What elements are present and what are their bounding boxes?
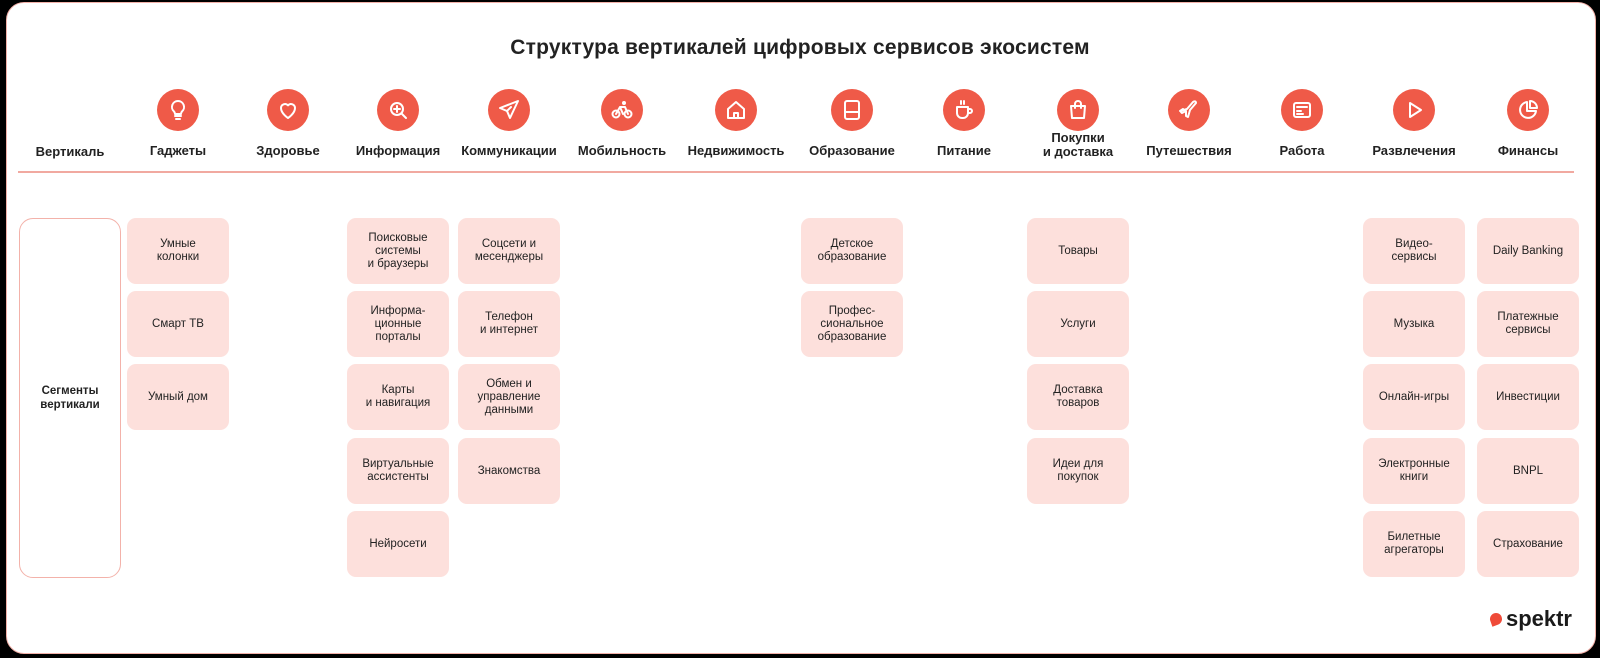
row-header: Вертикаль bbox=[35, 144, 105, 159]
segment-card: BNPL bbox=[1477, 438, 1579, 504]
segment-label-text: Сегменты вертикали bbox=[40, 385, 100, 411]
column-label: Образование bbox=[809, 143, 895, 158]
segment-card: Детское образование bbox=[801, 218, 903, 284]
play-icon bbox=[1393, 89, 1435, 131]
segment-card: Онлайн-игры bbox=[1363, 364, 1465, 430]
segment-card: Электронные книги bbox=[1363, 438, 1465, 504]
segment-card: Смарт ТВ bbox=[127, 291, 229, 357]
column-label: Коммуникации bbox=[461, 143, 557, 158]
brand-mark-icon bbox=[1488, 611, 1504, 627]
column-label: Мобильность bbox=[577, 143, 667, 158]
column-label: Развлечения bbox=[1372, 143, 1456, 158]
brand-name: spektr bbox=[1505, 606, 1572, 631]
segment-card: Соцсети и месенджеры bbox=[458, 218, 560, 284]
segment-card: Услуги bbox=[1027, 291, 1129, 357]
segment-card: Нейросети bbox=[347, 511, 449, 577]
lightbulb-icon bbox=[157, 89, 199, 131]
column-label: Путешествия bbox=[1146, 143, 1232, 158]
diagram-title: Структура вертикалей цифровых сервисов э… bbox=[510, 36, 1090, 59]
airplane-icon bbox=[1168, 89, 1210, 131]
segment-card: Видео- сервисы bbox=[1363, 218, 1465, 284]
segment-label: Сегменты вертикали bbox=[19, 218, 121, 578]
heart-icon bbox=[267, 89, 309, 131]
column-label: Недвижимость bbox=[687, 143, 785, 158]
bicycle-icon bbox=[601, 89, 643, 131]
book-icon bbox=[831, 89, 873, 131]
cup-icon bbox=[943, 89, 985, 131]
segment-card: Билетные агрегаторы bbox=[1363, 511, 1465, 577]
column-label: Гаджеты bbox=[149, 143, 207, 158]
segment-card: Виртуальные ассистенты bbox=[347, 438, 449, 504]
segment-card: Карты и навигация bbox=[347, 364, 449, 430]
segment-card: Инвестиции bbox=[1477, 364, 1579, 430]
segment-card: Daily Banking bbox=[1477, 218, 1579, 284]
segment-card: Музыка bbox=[1363, 291, 1465, 357]
segment-card: Профес- сиональное образование bbox=[801, 291, 903, 357]
column-label: Информация bbox=[355, 143, 441, 158]
column-label: Питание bbox=[936, 143, 991, 158]
segment-card: Умные колонки bbox=[127, 218, 229, 284]
segment-card: Платежные сервисы bbox=[1477, 291, 1579, 357]
column-label: Покупки и доставка bbox=[1042, 130, 1114, 159]
segment-card: Поисковые системы и браузеры bbox=[347, 218, 449, 284]
paper-plane-icon bbox=[488, 89, 530, 131]
segment-card: Доставка товаров bbox=[1027, 364, 1129, 430]
brand-logo: spektr bbox=[1488, 606, 1572, 632]
column-label: Работа bbox=[1279, 143, 1325, 158]
segment-card: Товары bbox=[1027, 218, 1129, 284]
header-divider bbox=[18, 171, 1574, 173]
segment-card: Знакомства bbox=[458, 438, 560, 504]
segment-card: Умный дом bbox=[127, 364, 229, 430]
column-label: Здоровье bbox=[256, 143, 320, 158]
search-plus-icon bbox=[377, 89, 419, 131]
house-icon bbox=[715, 89, 757, 131]
segment-card: Обмен и управление данными bbox=[458, 364, 560, 430]
segment-card: Информа- ционные порталы bbox=[347, 291, 449, 357]
segment-card: Страхование bbox=[1477, 511, 1579, 577]
segment-card: Телефон и интернет bbox=[458, 291, 560, 357]
shopping-bag-icon bbox=[1057, 89, 1099, 131]
pie-chart-icon bbox=[1507, 89, 1549, 131]
id-card-icon bbox=[1281, 89, 1323, 131]
column-label: Финансы bbox=[1497, 143, 1559, 158]
segment-card: Идеи для покупок bbox=[1027, 438, 1129, 504]
